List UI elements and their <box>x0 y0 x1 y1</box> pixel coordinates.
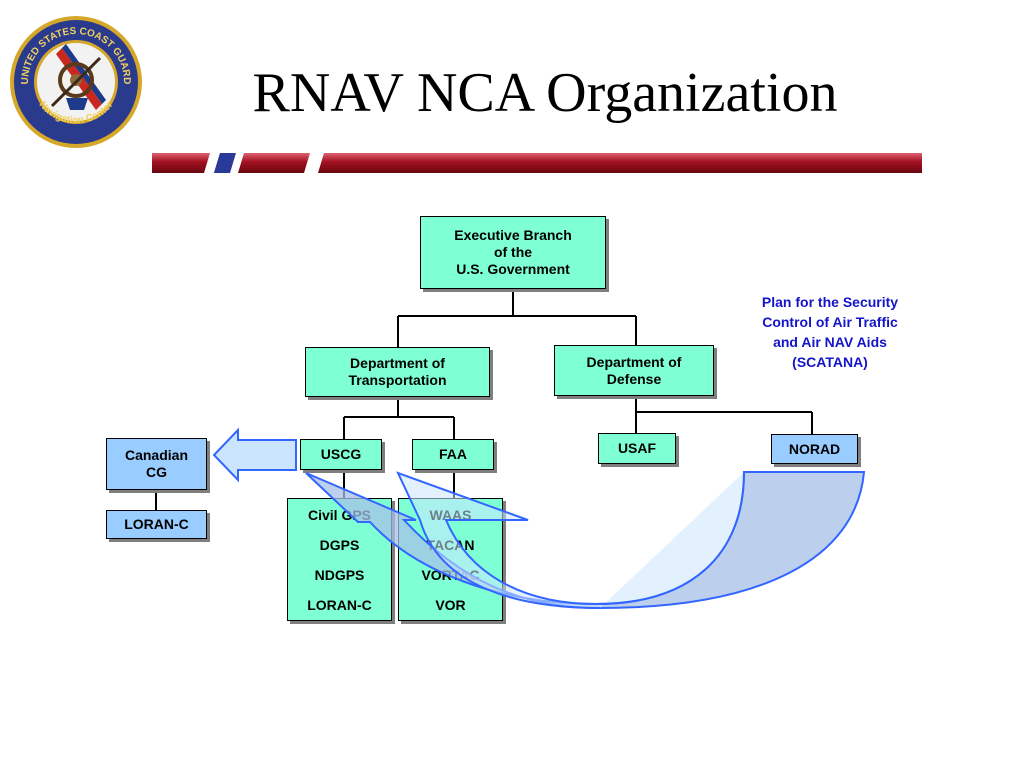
scatana-note-line: and Air NAV Aids <box>773 334 887 350</box>
slide-title: RNAV NCA Organization <box>252 62 838 124</box>
dot-line-2: Transportation <box>348 372 447 388</box>
coast-guard-seal: UNITED STATES COAST GUARD Navigation Cen… <box>10 16 142 148</box>
norad-label: NORAD <box>788 440 841 457</box>
canadian-cg-line-1: Canadian <box>124 447 188 463</box>
scatana-note-line: (SCATANA) <box>792 354 868 370</box>
executive-line-3: U.S. Government <box>456 261 570 277</box>
uscg-services-box: Civil GPS DGPS NDGPS LORAN-C <box>287 498 392 621</box>
uscg-service-item: LORAN-C <box>307 597 372 613</box>
canadian-loran-label: LORAN-C <box>124 516 189 532</box>
faa-box: FAA <box>412 439 494 470</box>
faa-service-item: WAAS <box>429 507 472 523</box>
usaf-box: USAF <box>598 433 676 464</box>
canadian-cg-box: Canadian CG <box>106 438 207 490</box>
scatana-note: Plan for the Security Control of Air Tra… <box>738 292 922 372</box>
uscg-service-item: NDGPS <box>314 567 365 583</box>
faa-label: FAA <box>439 446 467 462</box>
canadian-cg-line-2: CG <box>146 464 167 480</box>
uscg-service-item: DGPS <box>319 537 360 553</box>
scatana-note-line: Control of Air Traffic <box>762 314 898 330</box>
scatana-note-line: Plan for the Security <box>761 294 899 310</box>
executive-line-2: of the <box>493 244 533 260</box>
dod-box: Department of Defense <box>554 345 714 396</box>
left-block-arrow <box>212 427 297 483</box>
usaf-label: USAF <box>617 440 657 456</box>
executive-line-1: Executive Branch <box>454 227 572 243</box>
title-divider-bar <box>152 153 922 173</box>
faa-services-box: WAAS TACAN VORTAC VOR <box>398 498 503 621</box>
executive-branch-box: Executive Branch of the U.S. Government <box>420 216 606 289</box>
faa-service-item: VORTAC <box>421 567 480 583</box>
dod-line-1: Department of <box>586 353 682 370</box>
uscg-box: USCG <box>300 439 382 470</box>
uscg-label: USCG <box>320 446 362 462</box>
canadian-loran-box: LORAN-C <box>106 510 207 539</box>
dod-line-2: Defense <box>606 370 662 387</box>
uscg-service-item: Civil GPS <box>307 507 372 523</box>
faa-service-item: TACAN <box>426 537 475 553</box>
norad-box: NORAD <box>771 434 858 464</box>
faa-service-item: VOR <box>435 597 466 613</box>
dot-line-1: Department of <box>350 355 445 371</box>
dot-box: Department of Transportation <box>305 347 490 397</box>
